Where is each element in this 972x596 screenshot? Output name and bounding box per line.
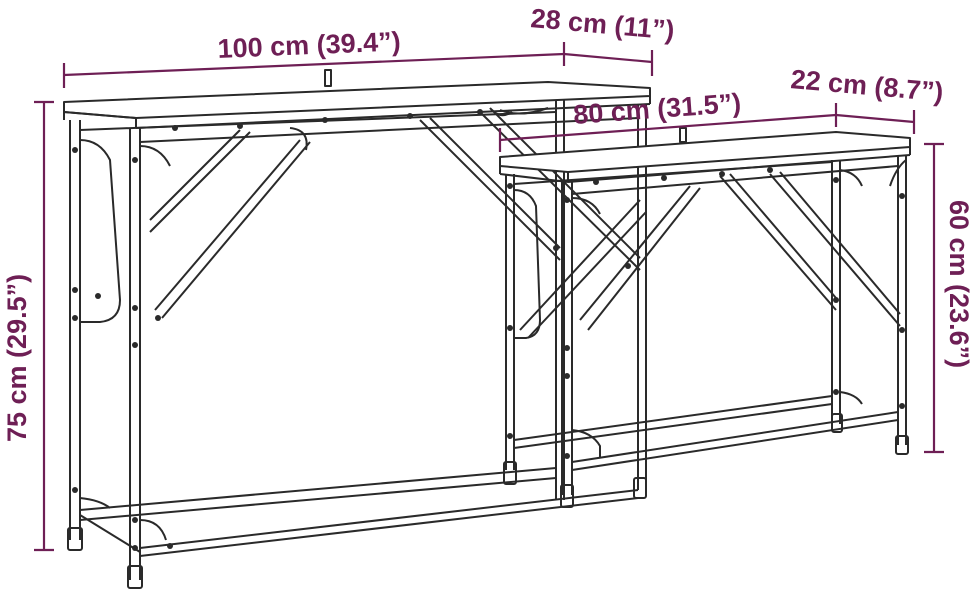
small-console-table — [499, 127, 911, 508]
dimension-lines — [34, 42, 944, 552]
small-depth-label: 22 cm (8.7”) — [789, 64, 944, 107]
small-tabletop — [499, 131, 911, 173]
large-tabletop — [63, 81, 651, 119]
large-width-label: 100 cm (39.4”) — [217, 26, 401, 64]
small-height-label: 60 cm (23.6”) — [944, 200, 972, 368]
large-height-label: 75 cm (29.5”) — [2, 274, 32, 442]
large-depth-label: 28 cm (11”) — [529, 3, 675, 45]
